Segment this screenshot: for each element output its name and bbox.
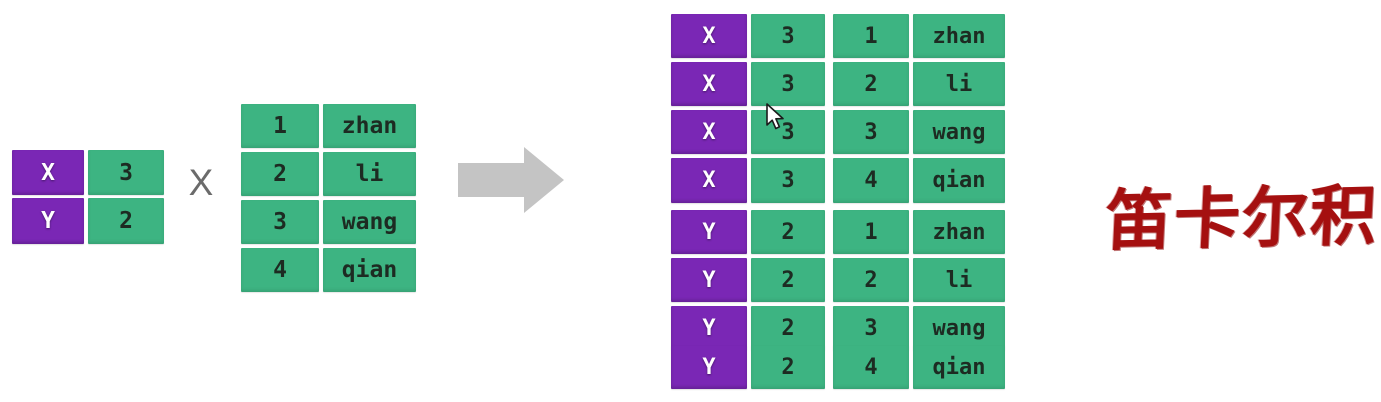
result-Y-r2-key: Y <box>671 306 747 350</box>
table-A-cell-key-1: Y <box>12 198 84 244</box>
result-X-r1-key: X <box>671 62 747 106</box>
result-Y-r0-value: 2 <box>751 210 825 254</box>
result-Y-r0-name: zhan <box>913 210 1005 254</box>
table-A-cell-value-1: 2 <box>88 198 164 244</box>
result-Y-r1-id: 2 <box>833 258 909 302</box>
result-X-r0-name: zhan <box>913 14 1005 58</box>
result-X-r3-key: X <box>671 158 747 203</box>
table-B-cell-id-3: 4 <box>241 248 319 292</box>
result-X-r1-name: li <box>913 62 1005 106</box>
result-Y-r1-name: li <box>913 258 1005 302</box>
result-X-r3-name: qian <box>913 158 1005 203</box>
result-Y-r3-name: qian <box>913 345 1005 389</box>
table-B-cell-id-2: 3 <box>241 200 319 244</box>
multiply-operator-icon: X <box>188 161 214 203</box>
result-X-r2-key: X <box>671 110 747 154</box>
result-X-r0-value: 3 <box>751 14 825 58</box>
table-B-cell-name-3: qian <box>323 248 416 292</box>
result-X-r0-id: 1 <box>833 14 909 58</box>
table-B-cell-name-2: wang <box>323 200 416 244</box>
result-X-r0-key: X <box>671 14 747 58</box>
result-X-r3-value: 3 <box>751 158 825 203</box>
result-Y-r3-key: Y <box>671 345 747 389</box>
result-Y-r0-key: Y <box>671 210 747 254</box>
result-X-r2-value: 3 <box>751 110 825 154</box>
right-arrow-icon <box>458 147 564 213</box>
result-X-r2-name: wang <box>913 110 1005 154</box>
result-Y-r1-value: 2 <box>751 258 825 302</box>
result-X-r3-id: 4 <box>833 158 909 203</box>
annotation-calligraphy: 笛卡尔积 <box>1103 177 1381 260</box>
result-Y-r1-key: Y <box>671 258 747 302</box>
result-X-r2-id: 3 <box>833 110 909 154</box>
result-Y-r2-value: 2 <box>751 306 825 350</box>
result-X-r1-id: 2 <box>833 62 909 106</box>
result-Y-r3-value: 2 <box>751 345 825 389</box>
result-X-r1-value: 3 <box>751 62 825 106</box>
result-Y-r2-id: 3 <box>833 306 909 350</box>
result-Y-r3-id: 4 <box>833 345 909 389</box>
table-B-cell-name-0: zhan <box>323 104 416 148</box>
table-A-cell-key-0: X <box>12 150 84 195</box>
table-B-cell-id-1: 2 <box>241 152 319 196</box>
table-B-cell-name-1: li <box>323 152 416 196</box>
table-B-cell-id-0: 1 <box>241 104 319 148</box>
result-Y-r2-name: wang <box>913 306 1005 350</box>
table-A-cell-value-0: 3 <box>88 150 164 195</box>
result-Y-r0-id: 1 <box>833 210 909 254</box>
